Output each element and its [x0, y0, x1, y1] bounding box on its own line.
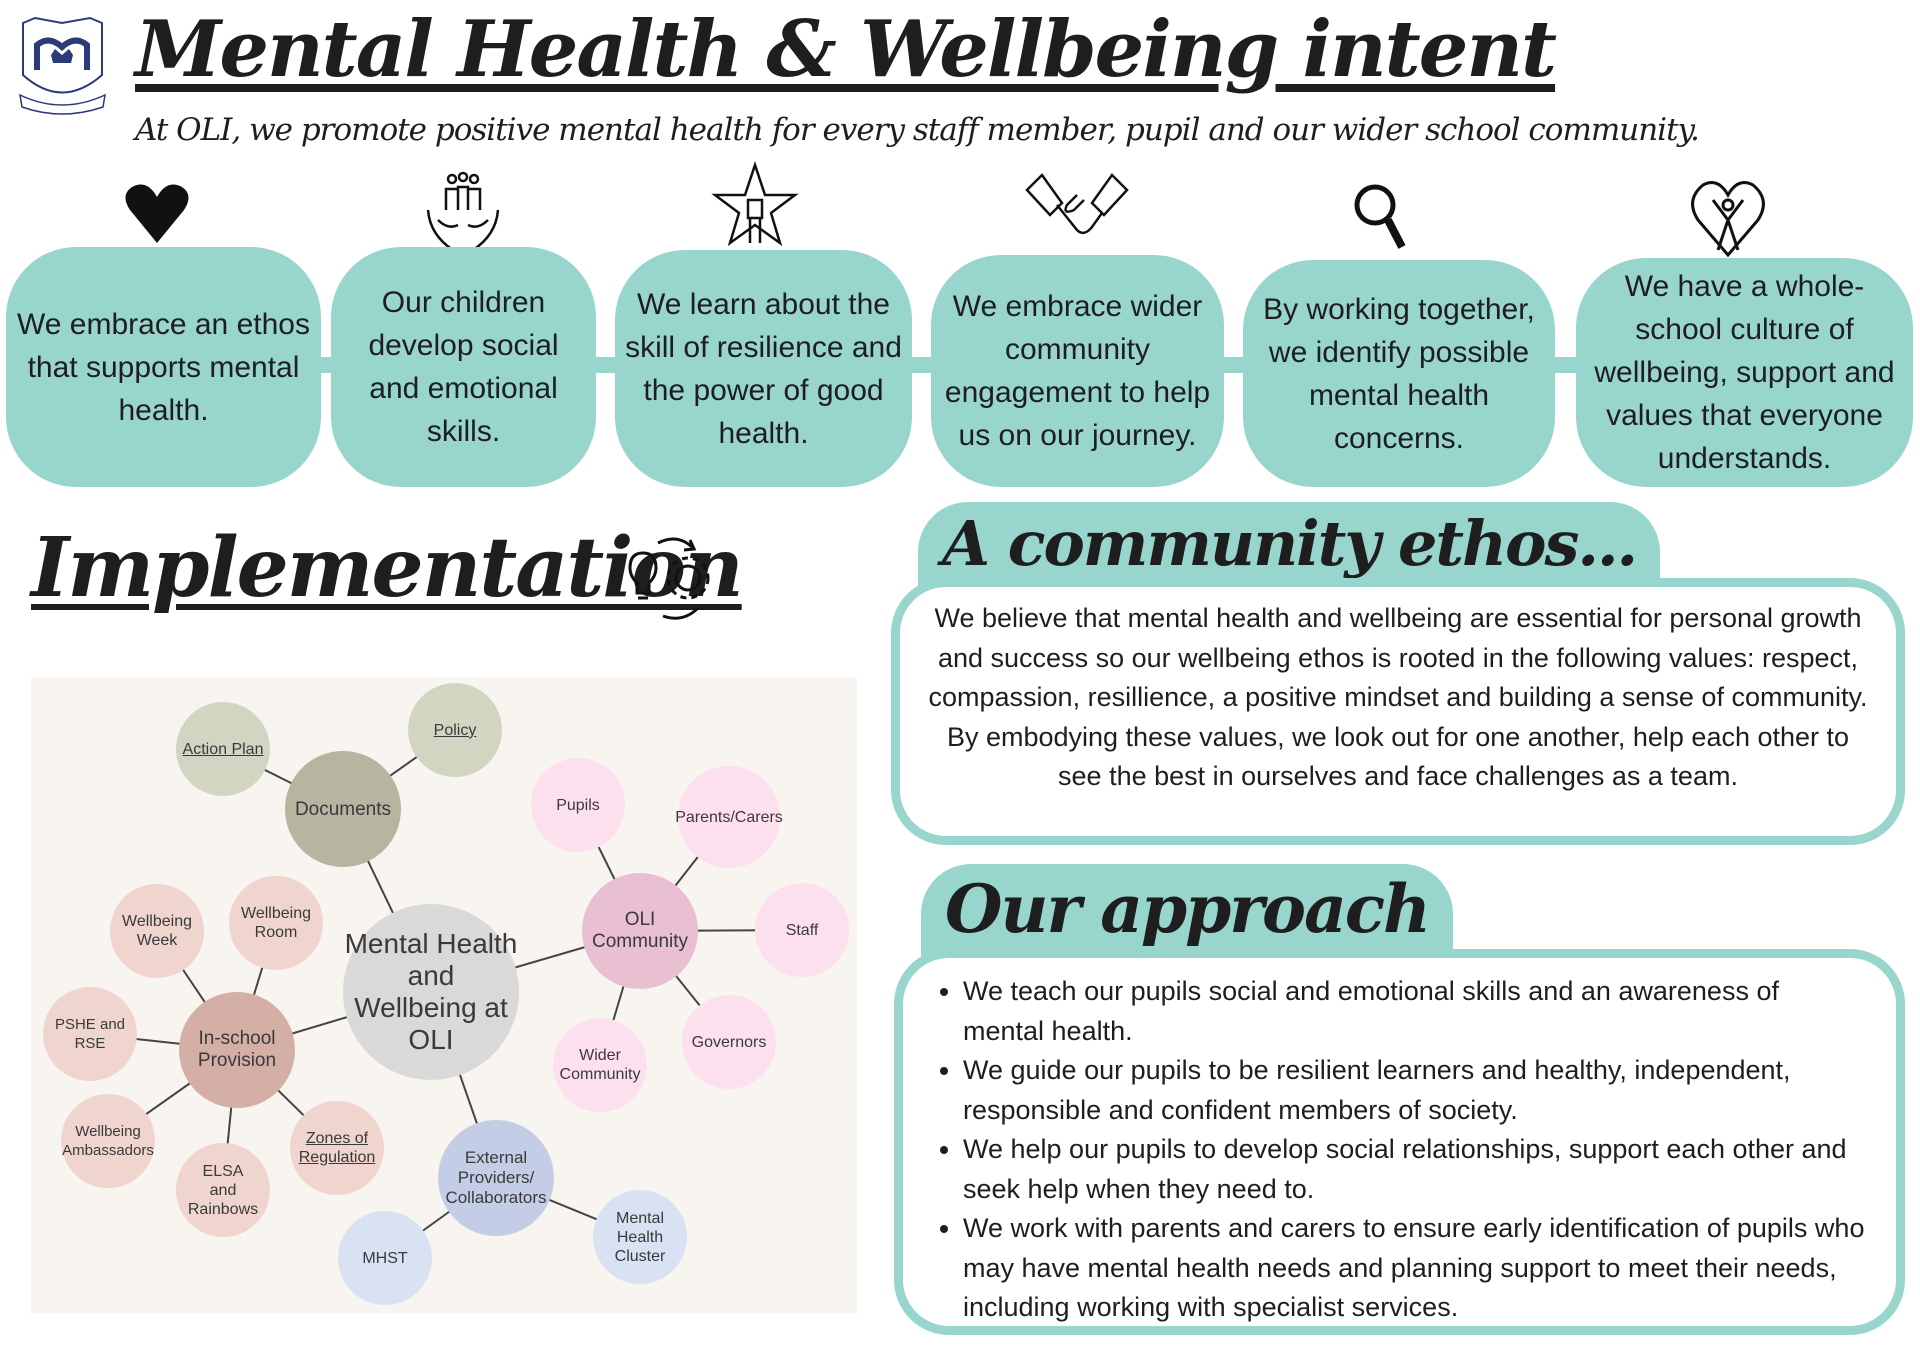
approach-item: We help our pupils to develop social rel…: [963, 1130, 1866, 1209]
approach-item: We teach our pupils social and emotional…: [963, 972, 1866, 1051]
intent-text: By working together, we identify possibl…: [1263, 292, 1535, 455]
handshake-icon: [1025, 173, 1129, 235]
mind-map-center-node: Mental Health and Wellbeing at OLI: [343, 904, 519, 1080]
intent-text: Our children develop social and emotiona…: [368, 286, 559, 448]
mind-map-node: Wellbeing Ambassadors: [61, 1094, 155, 1188]
ethos-heading: A community ethos...: [918, 502, 1661, 592]
mind-map-node: Wider Community: [553, 1018, 647, 1112]
mind-map-node: PSHE and RSE: [43, 987, 137, 1081]
intent-text: We have a whole-school culture of wellbe…: [1594, 270, 1895, 475]
intent-box: We learn about the skill of resilience a…: [615, 250, 912, 487]
page-subtitle: At OLI, we promote positive mental healt…: [135, 112, 1700, 148]
approach-item: We work with parents and carers to ensur…: [963, 1209, 1866, 1328]
mind-map-node: ELSA and Rainbows: [176, 1143, 270, 1237]
ethos-panel: We believe that mental health and wellbe…: [891, 578, 1905, 845]
ethos-text: We believe that mental health and wellbe…: [928, 603, 1868, 791]
mind-map-node: Staff: [755, 883, 849, 977]
mind-map-node: Wellbeing Room: [229, 876, 323, 970]
mind-map-node: Documents: [285, 751, 401, 867]
star-fist-icon: [711, 161, 799, 247]
school-crest-logo: [19, 16, 106, 115]
intent-box: By working together, we identify possibl…: [1243, 260, 1555, 487]
mind-map-node: Governors: [682, 995, 776, 1089]
magnifier-icon: [1354, 184, 1406, 249]
intent-text: We learn about the skill of resilience a…: [625, 287, 902, 450]
mind-map-node: Pupils: [531, 758, 625, 852]
mind-map-node: MHST: [338, 1211, 432, 1305]
mind-map-node: External Providers/ Collaborators: [438, 1120, 554, 1236]
mind-map-node: In-school Provision: [179, 992, 295, 1108]
page-title: Mental Health & Wellbeing intent: [135, 4, 1557, 95]
mind-map-node: Parents/Carers: [675, 766, 783, 868]
mind-map-node: Action Plan: [176, 702, 270, 796]
intent-box: We embrace an ethos that supports mental…: [6, 247, 321, 487]
mind-map-node: Wellbeing Week: [110, 884, 204, 978]
approach-panel: We teach our pupils social and emotional…: [894, 949, 1905, 1335]
intent-box: We have a whole-school culture of wellbe…: [1576, 258, 1913, 487]
mind-map-node: Zones of Regulation: [290, 1101, 384, 1195]
implementation-mind-map: Mental Health and Wellbeing at OLI Actio…: [31, 677, 857, 1313]
approach-item: We guide our pupils to be resilient lear…: [963, 1051, 1866, 1130]
approach-list: We teach our pupils social and emotional…: [903, 958, 1896, 1328]
heart-person-icon: [1691, 181, 1765, 258]
intent-text: We embrace wider community engagement to…: [944, 290, 1211, 452]
mind-map-node: Policy: [408, 683, 502, 777]
intent-text: We embrace an ethos that supports mental…: [17, 307, 310, 427]
heart-icon: [125, 184, 189, 243]
lightbulb-gear-icon: [628, 537, 710, 620]
mind-map-node: Mental Health Cluster: [593, 1190, 687, 1284]
mind-map-node: OLI Community: [582, 873, 698, 989]
intent-box: Our children develop social and emotiona…: [331, 247, 596, 487]
intent-box: We embrace wider community engagement to…: [931, 255, 1224, 487]
hands-people-icon: [426, 171, 500, 252]
approach-heading: Our approach: [921, 864, 1454, 959]
implementation-heading: Implementation: [31, 520, 744, 616]
